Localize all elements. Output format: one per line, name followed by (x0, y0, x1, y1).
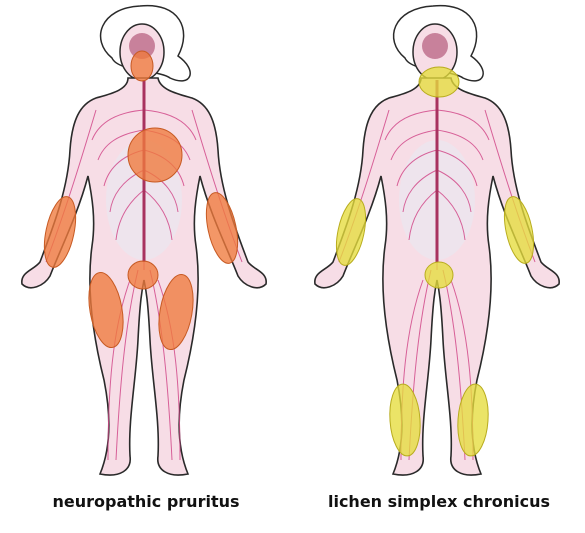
caption-lichen-simplex-chronicus: lichen simplex chronicus (293, 492, 585, 511)
highlight-genital (425, 262, 453, 288)
highlight-upper-back (128, 128, 182, 182)
caption-neuropathic-pruritus: neuropathic pruritus (0, 492, 292, 511)
brain (422, 33, 448, 59)
figure-lichen-simplex-chronicus: lichen simplex chronicus (293, 0, 585, 533)
highlight-neck (419, 67, 459, 97)
figure-neuropathic-pruritus: neuropathic pruritus (0, 0, 292, 533)
highlight-head (131, 51, 153, 81)
body-diagram-neuropathic (0, 0, 292, 490)
body-diagram-lichen (293, 0, 585, 490)
highlight-sacral (128, 261, 158, 289)
